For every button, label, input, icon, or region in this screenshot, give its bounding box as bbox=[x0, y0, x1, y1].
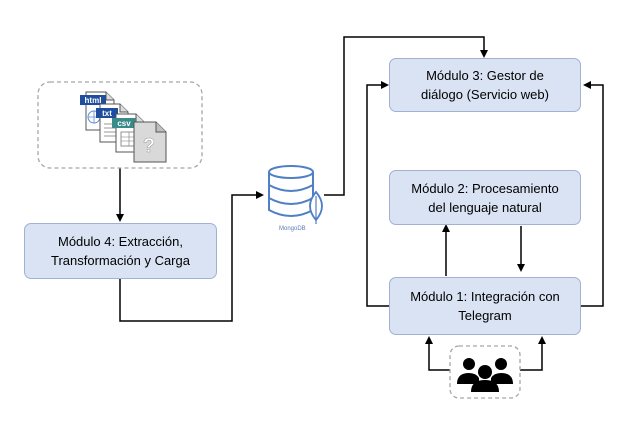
txt-file-label: txt bbox=[102, 109, 112, 118]
csv-file-label: csv bbox=[117, 119, 131, 128]
module-1-title-line1: Módulo 1: Integración con bbox=[410, 289, 560, 304]
arrow-m4-to-mongodb bbox=[119, 191, 264, 322]
module-3-title-line1: Módulo 3: Gestor de bbox=[426, 68, 544, 83]
arrow-users-to-m1-left bbox=[425, 336, 450, 371]
arrow-m1-right-to-m3 bbox=[579, 81, 604, 307]
unknown-file-symbol: ? bbox=[143, 135, 155, 157]
users-group-icon bbox=[457, 358, 513, 392]
module-4-title-line2: Transformación y Carga bbox=[51, 253, 190, 268]
unknown-file-icon: ? bbox=[133, 121, 167, 163]
mongodb-database-icon bbox=[268, 165, 323, 224]
module-3-title-line2: diálogo (Servicio web) bbox=[421, 87, 549, 102]
module-4-etl: Módulo 4: Extracción, Transformación y C… bbox=[24, 223, 217, 279]
arrow-m1-left-to-m3 bbox=[366, 81, 392, 307]
module-4-title-line1: Módulo 4: Extracción, bbox=[57, 234, 183, 249]
module-1-telegram: Módulo 1: Integración con Telegram bbox=[389, 277, 581, 335]
html-file-label: html bbox=[85, 96, 102, 105]
arrow-users-to-m1-right bbox=[519, 336, 546, 371]
module-3-dialog-manager: Módulo 3: Gestor de diálogo (Servicio we… bbox=[389, 58, 581, 112]
module-2-nlp: Módulo 2: Procesamiento del lenguaje nat… bbox=[389, 170, 581, 225]
mongodb-label: MongoDB bbox=[279, 226, 306, 232]
module-2-title-line2: del lenguaje natural bbox=[428, 199, 542, 215]
module-1-title-line2: Telegram bbox=[458, 308, 512, 323]
module-2-title-line1: Módulo 2: Procesamiento bbox=[411, 180, 559, 196]
arrow-mongodb-to-m3 bbox=[324, 36, 488, 196]
